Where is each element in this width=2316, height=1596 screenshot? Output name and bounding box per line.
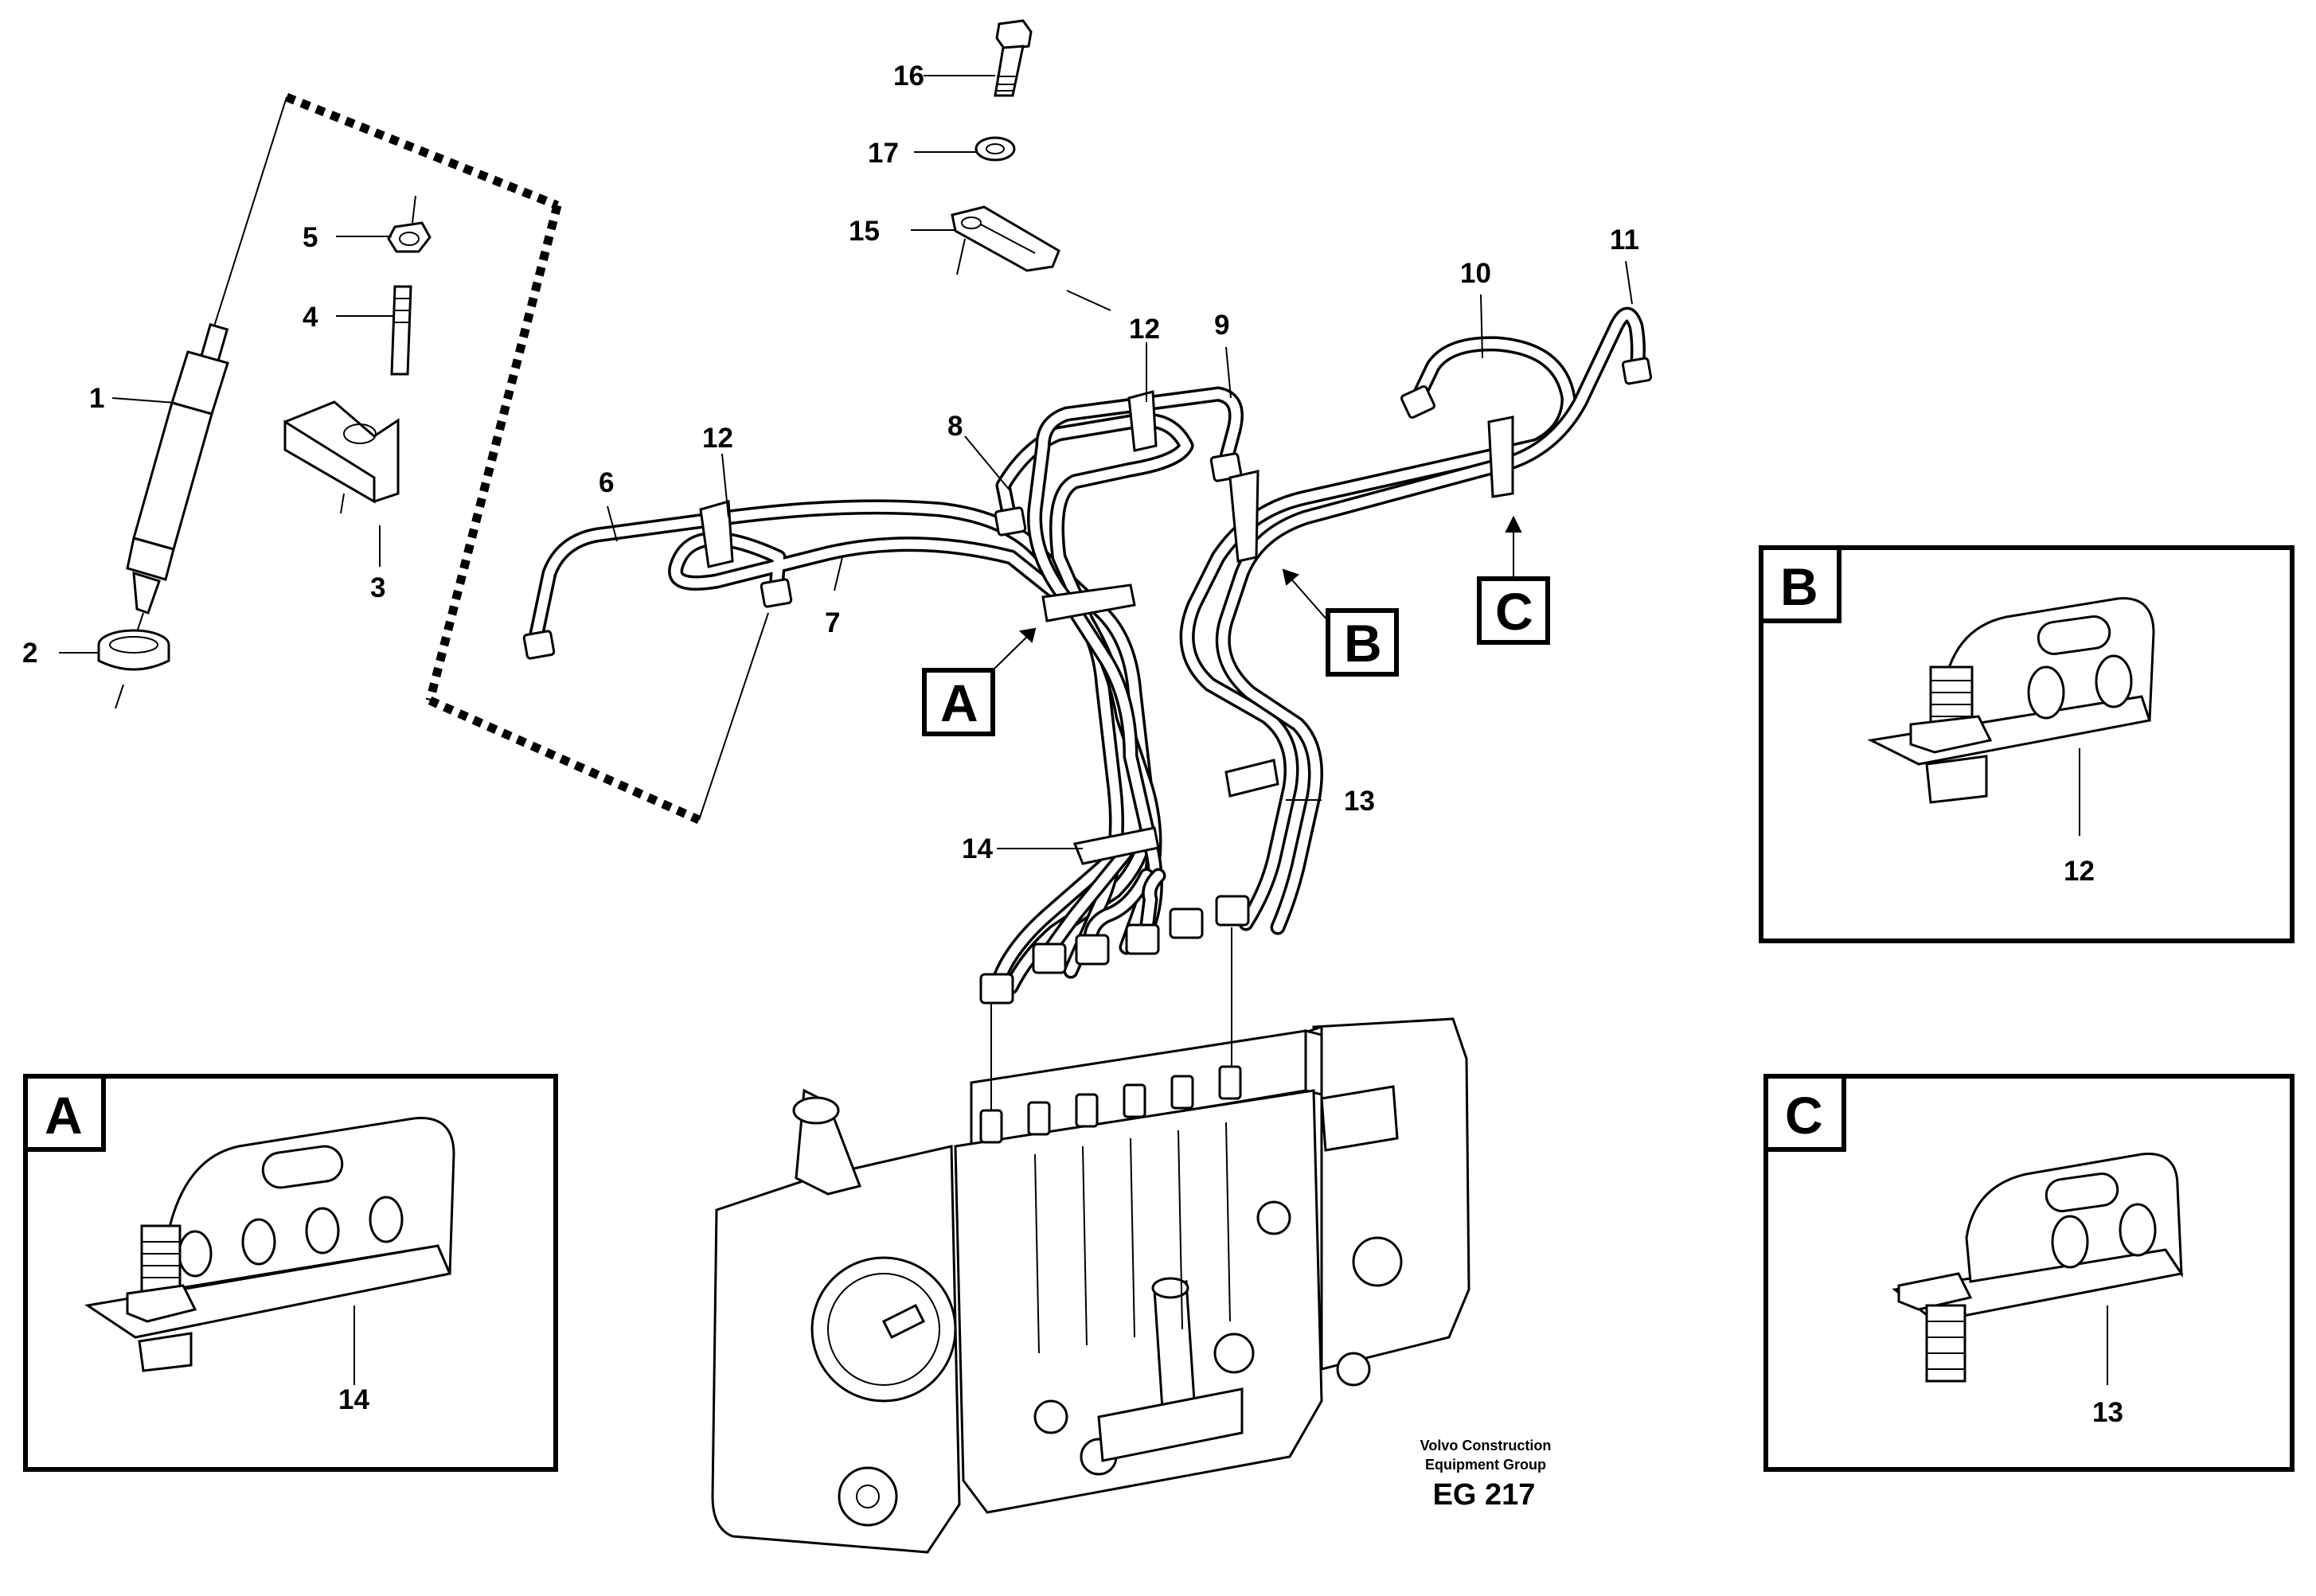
inset-c-part-number: 13	[2092, 1397, 2123, 1428]
inset-a-letter: A	[45, 1086, 83, 1145]
inset-b-part-number: 12	[2064, 856, 2095, 887]
spring-washer	[974, 136, 1016, 162]
footer-company: Volvo Construction	[1420, 1438, 1552, 1454]
pipe-bracket	[951, 205, 1111, 311]
callout-11: 11	[1610, 224, 1639, 256]
injector-detail-enclosure	[198, 92, 769, 825]
clamp-14-drawing	[84, 1117, 455, 1372]
callout-15: 15	[849, 216, 880, 247]
callout-12-left: 12	[702, 423, 733, 454]
callout-5: 5	[303, 222, 318, 253]
injection-pump	[711, 927, 1470, 1554]
callout-7: 7	[825, 607, 840, 638]
inset-b: B 12	[1759, 545, 2295, 943]
inset-b-letter: B	[1780, 557, 1818, 616]
inset-c-letter: C	[1785, 1086, 1823, 1145]
detail-marker-b: B	[1282, 568, 1399, 677]
callout-17: 17	[868, 138, 899, 169]
footer-code: EG 217	[1433, 1478, 1536, 1512]
callout-14: 14	[962, 833, 993, 864]
sealing-washer	[97, 629, 170, 709]
callout-16: 16	[893, 60, 924, 92]
detail-marker-c-letter: C	[1495, 582, 1533, 641]
detail-marker-b-letter: B	[1344, 614, 1382, 673]
detail-marker-c: C	[1477, 515, 1550, 645]
injector	[126, 322, 229, 661]
clamp-12-drawing	[1867, 597, 2155, 804]
callout-labels: 1 2 3 4 5 6 7 8 9 10 11 12 12 13 14 15 1…	[22, 60, 1639, 864]
callout-10: 10	[1460, 258, 1491, 289]
callout-8: 8	[947, 411, 963, 442]
footer: Volvo Construction Equipment Group EG 21…	[1420, 1438, 1552, 1512]
detail-marker-a: A	[922, 627, 1037, 736]
pipe-clamps	[699, 390, 1514, 865]
footer-group: Equipment Group	[1425, 1457, 1546, 1473]
inset-a-part-number: 14	[338, 1384, 369, 1415]
inset-a: A 14	[23, 1074, 558, 1472]
callout-6: 6	[599, 467, 614, 498]
callout-13: 13	[1344, 786, 1375, 817]
callout-12-top: 12	[1129, 314, 1160, 345]
detail-marker-a-letter: A	[940, 673, 978, 732]
callout-2: 2	[22, 638, 37, 669]
injector-stud	[390, 285, 412, 376]
callout-3: 3	[370, 572, 385, 603]
injector-clamp	[283, 400, 400, 514]
callout-4: 4	[303, 302, 318, 333]
callout-1: 1	[89, 383, 104, 414]
inset-c: C 13	[1763, 1074, 2295, 1472]
bolt	[994, 19, 1033, 97]
callout-9: 9	[1214, 310, 1229, 341]
injector-nut	[387, 195, 432, 253]
leader-lines	[59, 75, 1633, 849]
pipe-nuts	[522, 357, 1653, 1005]
delivery-pipe-set	[527, 306, 1646, 995]
clamp-13-drawing	[1892, 1153, 2184, 1383]
